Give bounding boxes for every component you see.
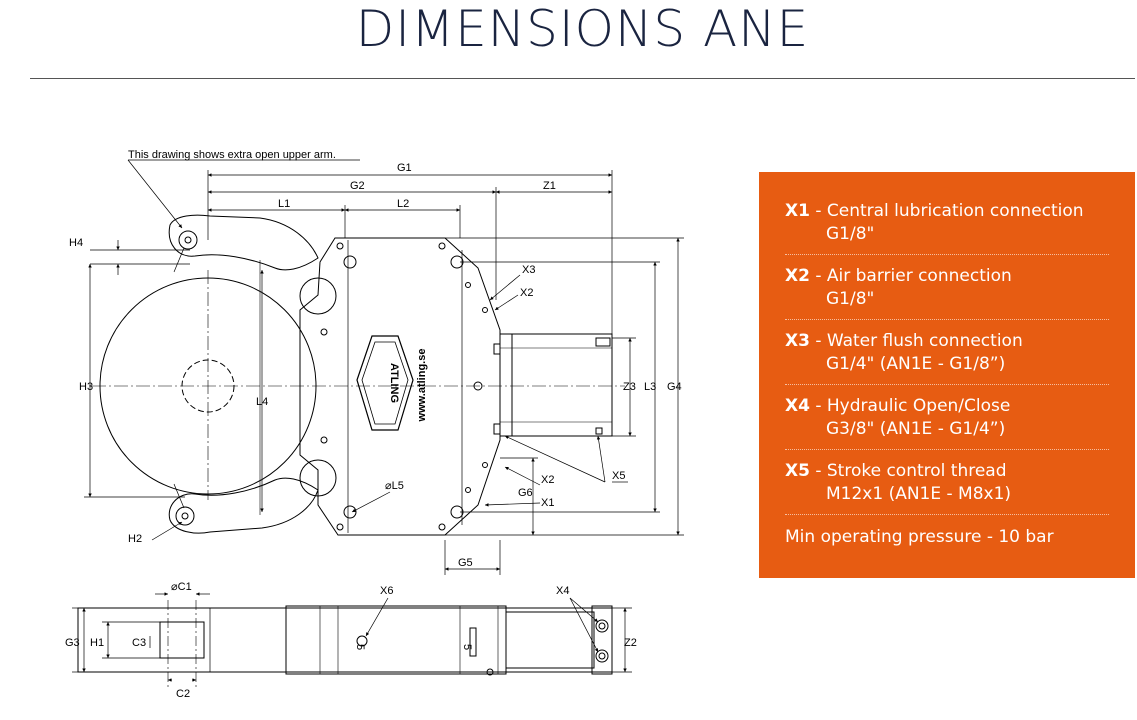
dim-H1: H1 bbox=[90, 637, 104, 649]
legend-desc: - Air barrier connection bbox=[809, 266, 1012, 286]
min-pressure-note: Min operating pressure - 10 bar bbox=[785, 527, 1054, 547]
top-view-dimensions bbox=[84, 159, 684, 575]
port-X5: X5 bbox=[612, 470, 625, 482]
legend-desc: - Stroke control thread bbox=[809, 461, 1007, 481]
port-X1: X1 bbox=[541, 497, 554, 509]
legend-spec: G3/8" (AN1E - G1/4”) bbox=[826, 419, 1006, 439]
lower-arm bbox=[168, 477, 319, 534]
port-X3: X3 bbox=[522, 264, 535, 276]
lower-bore bbox=[299, 459, 337, 497]
logo-plate bbox=[356, 335, 414, 431]
dim-G1: G1 bbox=[397, 162, 412, 174]
dim-H2: H2 bbox=[128, 533, 142, 545]
dim-G6: G6 bbox=[518, 487, 533, 499]
top-view bbox=[92, 214, 625, 536]
legend-code: X3 bbox=[785, 331, 810, 351]
dim-G2: G2 bbox=[350, 180, 365, 192]
legend-spec: G1/8" bbox=[826, 289, 875, 309]
dim-L2: L2 bbox=[397, 198, 409, 210]
lower-arm-pivot bbox=[175, 506, 195, 526]
dim-L3: L3 bbox=[644, 381, 656, 393]
legend-item-x2: X2 - Air barrier connection G1/8" bbox=[785, 265, 1109, 320]
legend-desc: - Water flush connection bbox=[809, 331, 1023, 351]
dim-G4: G4 bbox=[667, 381, 682, 393]
dim-C1: ⌀C1 bbox=[171, 581, 192, 593]
drawing-note: This drawing shows extra open upper arm. bbox=[128, 149, 336, 161]
legend-item-x5: X5 - Stroke control thread M12x1 (AN1E -… bbox=[785, 460, 1109, 515]
dim-C3: C3 bbox=[132, 637, 146, 649]
upper-arm-pivot bbox=[178, 230, 198, 250]
top-view-labels: This drawing shows extra open upper arm.… bbox=[69, 149, 682, 569]
legend-item-x1: X1 - Central lubrication connection G1/8… bbox=[785, 200, 1109, 255]
website-text: www.atling.se bbox=[416, 349, 428, 423]
port-X6: X6 bbox=[380, 585, 393, 597]
dim-L1: L1 bbox=[278, 198, 290, 210]
dim-H4: H4 bbox=[69, 237, 83, 249]
legend-code: X1 bbox=[785, 201, 810, 221]
side-mark-left: 5 bbox=[354, 644, 366, 650]
legend-item-x3: X3 - Water flush connection G1/4" (AN1E … bbox=[785, 330, 1109, 385]
legend-code: X5 bbox=[785, 461, 810, 481]
legend-spec: G1/4" (AN1E - G1/8”) bbox=[826, 354, 1006, 374]
legend-spec: G1/8" bbox=[826, 224, 875, 244]
legend-spec: M12x1 (AN1E - M8x1) bbox=[826, 484, 1012, 504]
dim-Z2: Z2 bbox=[624, 637, 637, 649]
dim-G5: G5 bbox=[458, 557, 473, 569]
side-view-labels: ⌀C1 X6 X4 G3 H1 C3 Z2 C2 5 5 bbox=[65, 581, 637, 700]
title-divider bbox=[30, 78, 1135, 79]
dim-C2: C2 bbox=[176, 688, 190, 700]
legend-code: X4 bbox=[785, 396, 810, 416]
logo-text: ATLING bbox=[388, 363, 400, 403]
side-view bbox=[77, 600, 613, 688]
hydraulic-cylinder bbox=[499, 333, 613, 437]
dim-G3: G3 bbox=[65, 637, 80, 649]
legend-panel: X1 - Central lubrication connection G1/8… bbox=[759, 172, 1135, 578]
dim-Z3: Z3 bbox=[623, 381, 636, 393]
dim-H3: H3 bbox=[79, 381, 93, 393]
legend-desc: - Central lubrication connection bbox=[809, 201, 1084, 221]
upper-arm bbox=[168, 214, 319, 271]
side-view-dimensions bbox=[72, 592, 632, 682]
side-body bbox=[77, 607, 613, 673]
port-X2-upper: X2 bbox=[520, 287, 533, 299]
legend-desc: - Hydraulic Open/Close bbox=[809, 396, 1011, 416]
dim-Z1: Z1 bbox=[543, 180, 556, 192]
page-title: DIMENSIONS ANE bbox=[355, 0, 810, 58]
upper-bore bbox=[299, 277, 337, 315]
dim-L5: ⌀L5 bbox=[385, 480, 404, 492]
legend-item-x4: X4 - Hydraulic Open/Close G3/8" (AN1E - … bbox=[785, 395, 1109, 450]
legend-code: X2 bbox=[785, 266, 810, 286]
port-X2-lower: X2 bbox=[541, 474, 554, 486]
side-mark-right: 5 bbox=[461, 644, 473, 650]
dim-L4: L4 bbox=[256, 396, 268, 408]
port-X4: X4 bbox=[556, 585, 569, 597]
